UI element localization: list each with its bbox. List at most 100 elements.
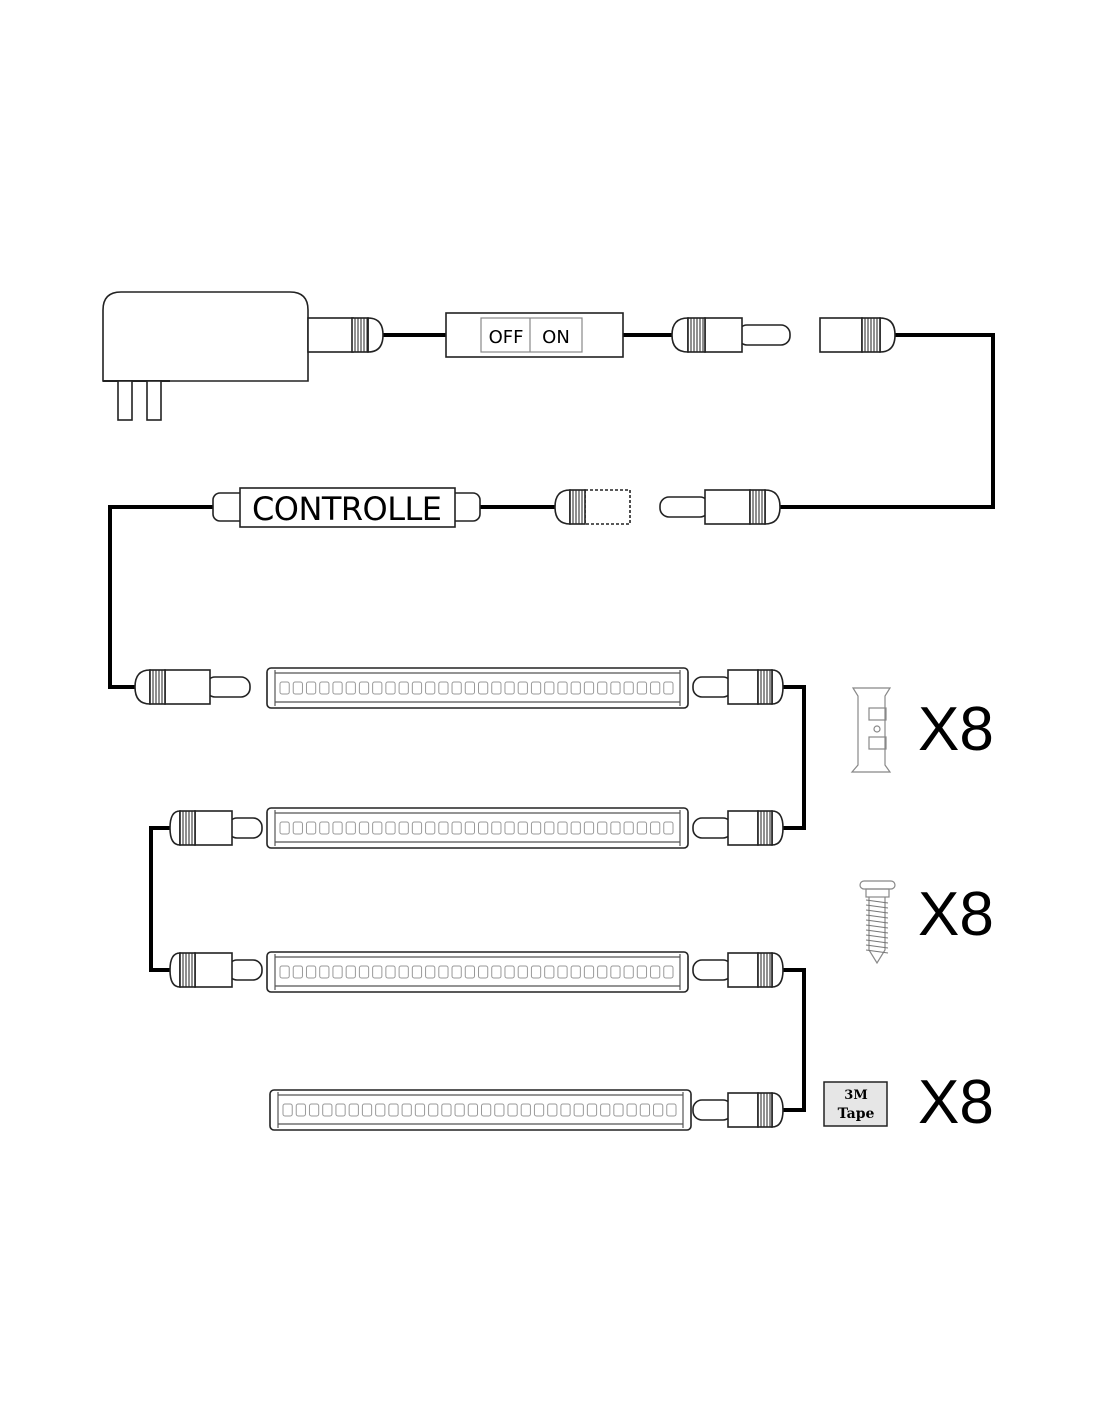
led-chip: [345, 821, 356, 835]
led-chip: [425, 965, 436, 979]
led-chip: [441, 1103, 452, 1117]
led-chip: [401, 1103, 412, 1117]
led-chip: [610, 965, 621, 979]
led-chip: [385, 821, 396, 835]
switch-on-label: ON: [542, 327, 570, 348]
led-chip: [570, 965, 581, 979]
led-chip: [332, 681, 343, 695]
led-chip: [451, 821, 462, 835]
led-chip: [425, 821, 436, 835]
bar4-output-connector: [692, 1092, 784, 1128]
led-chip: [295, 1103, 306, 1117]
controller-label: CONTROLLE: [252, 490, 442, 528]
led-chip: [358, 681, 370, 695]
led-chip: [570, 681, 581, 695]
led-bar-3: [266, 951, 689, 993]
led-chip: [292, 821, 303, 835]
led-chip: [517, 965, 528, 979]
led-chip: [636, 821, 648, 835]
led-chip: [650, 965, 661, 979]
switch-male-connector: [671, 317, 791, 353]
wire-bar3-bar4: [783, 968, 806, 1112]
led-chip: [570, 821, 581, 835]
controller[interactable]: CONTROLLE: [212, 487, 481, 528]
led-chip: [530, 965, 542, 979]
led-chip: [544, 965, 555, 979]
led-chip: [305, 681, 317, 695]
led-chip: [305, 965, 317, 979]
led-chip: [557, 821, 568, 835]
controller-female-connector: [554, 489, 631, 525]
led-chip: [517, 681, 528, 695]
led-chip: [478, 965, 489, 979]
power-adapter: [102, 291, 354, 421]
led-chip: [398, 681, 409, 695]
led-chip: [332, 821, 343, 835]
led-chip: [517, 821, 528, 835]
led-chip: [464, 681, 475, 695]
led-chip: [279, 965, 290, 979]
inline-switch[interactable]: OFF ON: [445, 312, 624, 358]
led-chip: [636, 681, 648, 695]
tape-quantity: X8: [918, 1068, 994, 1137]
led-chip: [597, 965, 608, 979]
tape-label-line2: Tape: [838, 1106, 875, 1122]
led-chip: [520, 1103, 531, 1117]
led-chip: [438, 681, 449, 695]
wire-extension: [780, 333, 995, 509]
led-chip: [583, 821, 595, 835]
led-chip: [530, 681, 542, 695]
led-chip: [597, 681, 608, 695]
plug-prong-icon: [146, 380, 162, 421]
bar3-input-connector: [169, 952, 263, 988]
led-bar-2: [266, 807, 689, 849]
led-chip: [282, 1103, 293, 1117]
led-chip: [398, 821, 409, 835]
led-chip: [600, 1103, 611, 1117]
led-chip: [375, 1103, 386, 1117]
accessory-tape: 3M Tape X8: [823, 1068, 994, 1137]
wire-bar2-bar3: [149, 826, 170, 972]
led-chip: [533, 1103, 545, 1117]
led-bar-1: [266, 667, 689, 709]
led-chip: [560, 1103, 571, 1117]
led-chip: [583, 965, 595, 979]
led-chip: [322, 1103, 333, 1117]
led-chip: [610, 681, 621, 695]
led-chip: [544, 681, 555, 695]
led-chip: [478, 821, 489, 835]
led-chip: [308, 1103, 320, 1117]
led-chip: [491, 965, 502, 979]
led-chip: [530, 821, 542, 835]
led-chip: [626, 1103, 637, 1117]
led-chip: [623, 965, 634, 979]
led-chip: [636, 965, 648, 979]
led-chip: [586, 1103, 598, 1117]
adapter-dc-plug: [351, 317, 384, 353]
led-chip: [319, 681, 330, 695]
led-chip: [544, 821, 555, 835]
led-chip: [623, 821, 634, 835]
led-chip: [358, 965, 370, 979]
led-chip: [557, 965, 568, 979]
extension-male-connector: [659, 489, 781, 525]
led-chip: [361, 1103, 373, 1117]
led-chip: [451, 965, 462, 979]
led-chip: [504, 681, 515, 695]
screw-quantity: X8: [918, 880, 994, 949]
led-chip: [292, 965, 303, 979]
led-chip: [504, 965, 515, 979]
accessory-screw: X8: [859, 880, 994, 965]
led-chip: [332, 965, 343, 979]
led-chip: [425, 681, 436, 695]
led-chip: [319, 965, 330, 979]
led-chip: [411, 965, 423, 979]
led-chip: [428, 1103, 439, 1117]
led-chip: [345, 965, 356, 979]
led-chip: [666, 1103, 677, 1117]
led-chip: [650, 821, 661, 835]
led-bar-4: [269, 1089, 692, 1131]
led-chip: [623, 681, 634, 695]
led-chip: [653, 1103, 664, 1117]
mounting-clip-icon: [850, 687, 892, 773]
